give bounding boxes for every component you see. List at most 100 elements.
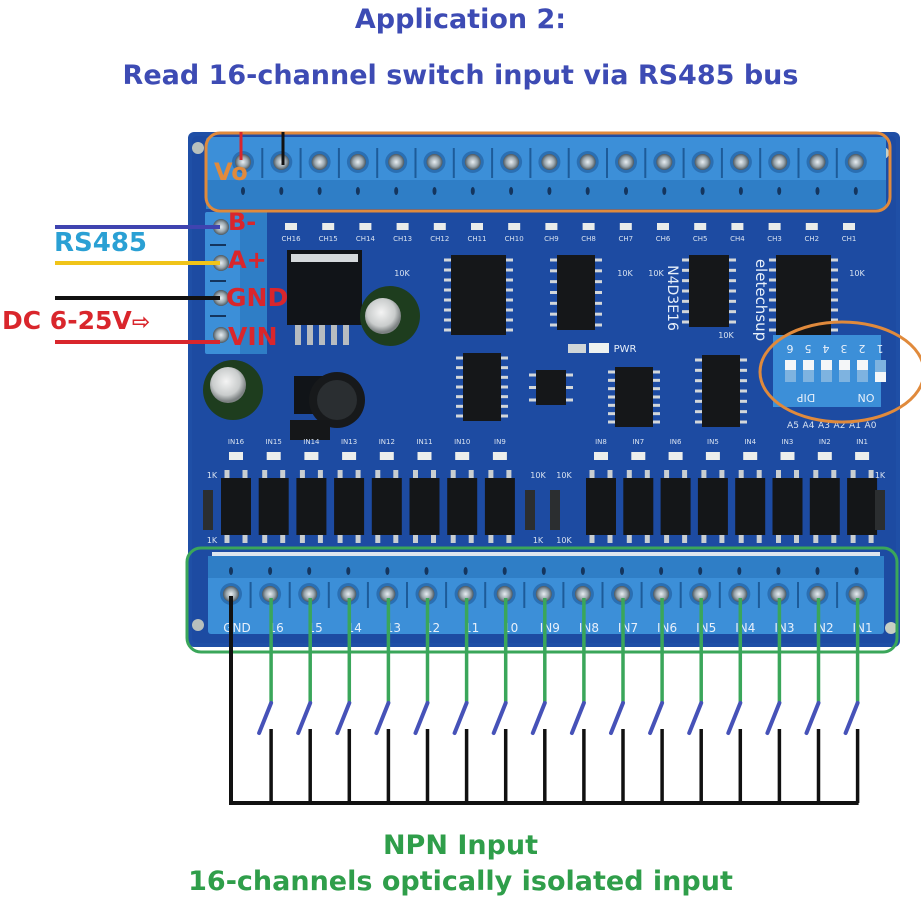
- optocoupler-pin: [506, 470, 512, 478]
- terminal-wire-hole: [815, 567, 820, 575]
- input-led-label: IN12: [379, 438, 395, 446]
- channel-led: [805, 223, 818, 230]
- optocoupler: [334, 478, 365, 535]
- terminal-screw: [349, 154, 366, 170]
- optocoupler-pin: [431, 470, 436, 478]
- terminal-screw: [656, 154, 673, 170]
- terminal-screw: [262, 586, 279, 602]
- optocoupler: [586, 478, 616, 535]
- ic-pin: [595, 323, 602, 327]
- optocoupler-pin: [337, 535, 343, 543]
- ic-pin: [729, 258, 736, 262]
- vo-label: Vo: [214, 158, 248, 186]
- ic-pin: [550, 258, 557, 262]
- ic-pin: [550, 269, 557, 273]
- optocoupler-pin: [776, 470, 781, 478]
- ic-pin: [444, 288, 451, 292]
- channel-led: [359, 223, 372, 230]
- dip-slot: [821, 360, 832, 382]
- pin-label-vin: VIN: [228, 322, 278, 351]
- ic-pin: [566, 373, 573, 377]
- channel-led-label: CH3: [767, 235, 782, 243]
- ic-pin: [653, 403, 660, 407]
- optocoupler: [660, 478, 691, 535]
- left-terminal-screw: [213, 290, 229, 306]
- ic-pin: [595, 258, 602, 262]
- optocoupler-pin: [756, 535, 762, 543]
- terminal-screw: [809, 154, 826, 170]
- channel-led-label: CH10: [505, 235, 524, 243]
- terminal-screw: [379, 586, 396, 602]
- ic-pin: [608, 378, 615, 382]
- top-terminal-block: [206, 137, 886, 209]
- ic-pin: [653, 412, 660, 416]
- optocoupler: [296, 478, 327, 535]
- optocoupler-pin: [375, 535, 381, 543]
- input-terminal-label: IN2: [813, 621, 833, 635]
- dc-voltage-text: DC 6-25V: [2, 306, 132, 335]
- ic-chip: [776, 255, 831, 335]
- optocoupler-pin: [607, 535, 613, 543]
- resistor-label: 1K: [207, 536, 218, 545]
- optocoupler-pin: [794, 535, 799, 543]
- ic-pin: [740, 410, 747, 414]
- ic-pin: [501, 375, 508, 379]
- terminal-screw: [653, 586, 670, 602]
- terminal-screw: [848, 586, 865, 602]
- optocoupler-pin: [719, 535, 725, 543]
- ic-pin: [695, 399, 702, 403]
- terminal-wire-hole: [580, 567, 585, 575]
- input-terminal-label: IN7: [618, 621, 638, 635]
- terminal-screw: [731, 586, 748, 602]
- ic-chip: [290, 420, 330, 440]
- terminal-screw: [235, 154, 251, 170]
- switch-contact: [726, 701, 743, 735]
- terminal-wire-hole: [547, 187, 552, 195]
- ic-pin: [769, 298, 776, 302]
- ic-pin: [444, 308, 451, 312]
- resistor-label: 10K: [648, 269, 664, 278]
- optocoupler-pin: [355, 470, 361, 478]
- channel-led: [619, 223, 632, 230]
- ic-pin: [550, 291, 557, 294]
- optocoupler-pin: [719, 470, 725, 478]
- terminal-screw: [311, 154, 328, 170]
- input-led: [342, 452, 357, 460]
- ic-pin: [501, 395, 508, 399]
- resistor-label: 1K: [533, 536, 544, 545]
- terminal-wire-hole: [815, 187, 820, 195]
- terminal-wire-hole: [463, 567, 468, 575]
- optocoupler-pin: [813, 535, 819, 543]
- optocoupler-pin: [776, 535, 781, 543]
- channel-led-label: CH16: [281, 235, 301, 243]
- ic-pin: [695, 358, 702, 362]
- optocoupler-pin: [644, 470, 650, 478]
- channel-led-label: CH8: [581, 235, 596, 243]
- optocoupler-pin: [589, 535, 595, 543]
- ic-chip: [451, 255, 506, 335]
- optocoupler-pin: [813, 470, 819, 478]
- ic-chip: [557, 255, 595, 330]
- ic-pin: [506, 268, 513, 272]
- optocoupler: [447, 478, 478, 535]
- dip-label: DIP: [796, 391, 815, 404]
- optocoupler-pin: [468, 470, 474, 478]
- terminal-wire-hole: [241, 187, 245, 195]
- input-led-label: IN9: [494, 438, 506, 446]
- input-terminal-label: IN8: [579, 621, 599, 635]
- terminal-screw: [809, 586, 826, 602]
- terminal-screw: [614, 586, 630, 602]
- terminal-wire-hole: [853, 187, 858, 195]
- ic-pin: [695, 420, 702, 424]
- ic-pin: [608, 387, 615, 391]
- ic-pin: [740, 379, 747, 383]
- ic-pin: [529, 386, 536, 389]
- dip-key: [857, 360, 868, 370]
- input-led: [455, 452, 470, 460]
- dip-address-label: A3: [818, 421, 830, 431]
- ic-pin: [456, 366, 463, 370]
- terminal-screw: [574, 586, 591, 602]
- optocoupler-pin: [794, 470, 799, 478]
- ic-pin: [506, 258, 513, 262]
- ic-pin: [608, 420, 615, 424]
